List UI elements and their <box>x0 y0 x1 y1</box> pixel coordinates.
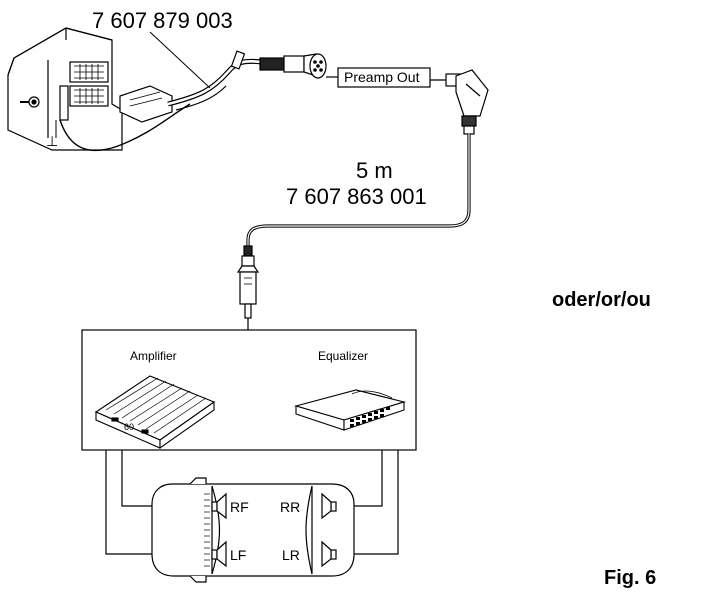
speaker-rf-label: RF <box>230 499 249 515</box>
head-unit <box>7 27 191 152</box>
equalizer-label: Equalizer <box>318 349 368 363</box>
right-angle-plug <box>445 69 489 135</box>
speaker-rr-icon <box>321 492 337 520</box>
speaker-lf-label: LF <box>230 547 246 563</box>
din-plug <box>259 53 327 79</box>
figure-label: Fig. 6 <box>604 567 656 589</box>
speaker-lr-icon <box>321 540 337 568</box>
ground-symbol: ⊥ <box>46 133 58 149</box>
speaker-rf-icon <box>211 492 227 520</box>
cable-length: 5 m <box>356 158 393 183</box>
equalizer-icon <box>293 389 407 431</box>
amplifier-badge: 60 <box>124 422 134 432</box>
speaker-rr-label: RR <box>280 499 300 515</box>
amplifier-icon <box>94 375 216 450</box>
speaker-lf-icon <box>211 540 227 568</box>
adapter-harness <box>149 31 263 111</box>
harness-part-number: 7 607 879 003 <box>92 8 233 33</box>
preamp-out-box <box>337 67 431 88</box>
alternative-text: oder/or/ou <box>552 289 651 311</box>
speaker-lr-label: LR <box>282 547 300 563</box>
preamp-out-label: Preamp Out <box>344 69 420 85</box>
amplifier-label: Amplifier <box>130 349 177 363</box>
car-outline <box>151 477 355 583</box>
cable-part-number: 7 607 863 001 <box>286 184 427 209</box>
rca-plug <box>236 245 260 319</box>
